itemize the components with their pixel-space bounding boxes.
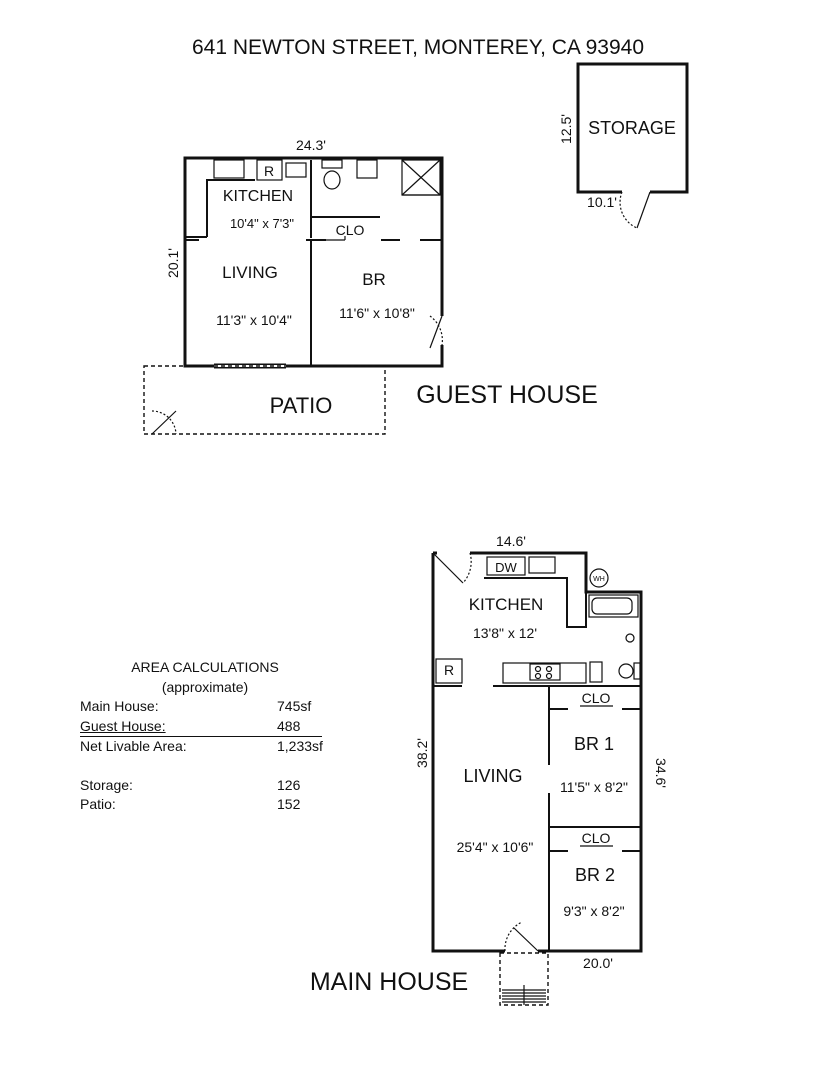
- guest-br-size: 11'6" x 10'8": [339, 305, 415, 321]
- front-steps: [502, 985, 546, 1005]
- area-label: Storage:: [80, 776, 133, 793]
- area-label: Main House:: [80, 698, 159, 714]
- guest-house-label: GUEST HOUSE: [416, 381, 598, 409]
- water-heater-label: WH: [593, 576, 605, 583]
- area-row-guest: Guest House: 488: [80, 717, 330, 737]
- main-kitchen-name: KITCHEN: [469, 595, 544, 614]
- dishwasher-label: DW: [495, 560, 517, 575]
- guest-house-plan: 24.3' 20.1' R CLO: [143, 137, 598, 435]
- guest-kitchen-size: 10'4" x 7'3": [230, 216, 294, 231]
- guest-living-name: LIVING: [222, 263, 278, 282]
- main-br1-name: BR 1: [574, 734, 614, 754]
- patio-label: PATIO: [270, 393, 333, 418]
- main-br1-size: 11'5" x 8'2": [560, 779, 628, 795]
- area-calculations: AREA CALCULATIONS (approximate) Main Hou…: [80, 658, 330, 815]
- area-value: 745sf: [277, 698, 312, 714]
- storage-width-dim: 10.1': [587, 194, 617, 210]
- area-value: 152: [277, 796, 301, 812]
- main-br2-name: BR 2: [575, 865, 615, 885]
- storage-building: STORAGE 12.5' 10.1': [558, 62, 689, 229]
- area-value: 126: [277, 776, 301, 793]
- main-living-size: 25'4" x 10'6": [457, 839, 534, 855]
- main-top-dim: 14.6': [496, 533, 526, 549]
- area-row-main: Main House: 745sf: [80, 697, 330, 717]
- area-title: AREA CALCULATIONS: [131, 659, 279, 675]
- storage-label: STORAGE: [588, 118, 676, 138]
- main-house-plan: 14.6' 38.2' 34.6' 20.0' DW WH R: [310, 533, 669, 1006]
- main-closet1-label: CLO: [582, 690, 611, 706]
- main-right-dim: 34.6': [653, 758, 669, 788]
- area-divider: [80, 736, 322, 737]
- guest-top-dim: 24.3': [296, 137, 326, 153]
- guest-br-name: BR: [362, 270, 386, 289]
- area-label: Patio:: [80, 796, 116, 812]
- guest-closet-label: CLO: [336, 222, 365, 238]
- main-bottom-dim: 20.0': [583, 955, 613, 971]
- main-br2-size: 9'3" x 8'2": [563, 903, 624, 919]
- area-row-patio: Patio: 152: [80, 795, 330, 815]
- storage-depth-dim: 12.5': [558, 114, 574, 144]
- area-value: 1,233sf: [277, 738, 323, 754]
- area-row-storage: Storage: 126: [80, 776, 330, 796]
- guest-fridge-label: R: [264, 163, 274, 179]
- area-label: Guest House:: [80, 717, 166, 734]
- main-closet2-label: CLO: [582, 830, 611, 846]
- main-living-name: LIVING: [463, 766, 522, 786]
- guest-living-size: 11'3" x 10'4": [216, 312, 292, 328]
- guest-side-dim: 20.1': [165, 248, 181, 278]
- area-label: Net Livable Area:: [80, 738, 187, 754]
- main-fridge-label: R: [444, 662, 454, 678]
- page-title: 641 NEWTON STREET, MONTEREY, CA 93940: [192, 36, 644, 59]
- area-row-net: Net Livable Area: 1,233sf: [80, 737, 330, 757]
- guest-kitchen-name: KITCHEN: [223, 188, 293, 205]
- main-left-dim: 38.2': [414, 738, 430, 768]
- area-subtitle: (approximate): [161, 678, 249, 695]
- area-value: 488: [277, 717, 301, 734]
- main-house-label: MAIN HOUSE: [310, 968, 468, 996]
- main-kitchen-size: 13'8" x 12': [473, 625, 537, 641]
